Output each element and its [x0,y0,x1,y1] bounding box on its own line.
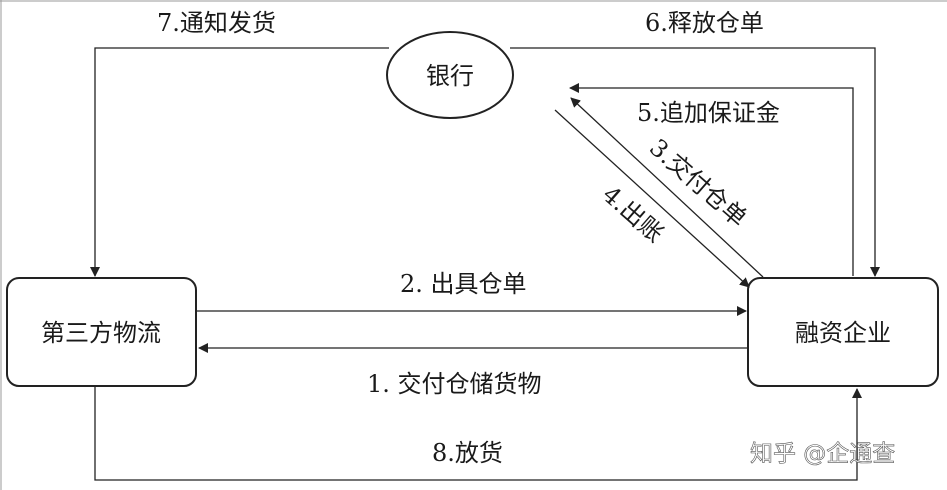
watermark-text: 知乎 @企通查 [750,441,895,467]
edge-notify-shipment [90,47,389,277]
edge-add-margin-label: 5.追加保证金 [637,99,780,127]
edge-add-margin [569,83,854,276]
edge-issue-receipt-label: 2. 出具仓单 [400,270,527,298]
edge-release-goods-label: 8.放货 [432,439,503,467]
bank-node [386,31,514,119]
edge-disburse [554,109,750,288]
edge-deliver-receipt [570,97,764,278]
edge-notify-shipment-label: 7.通知发货 [157,9,276,37]
logistics-label: 第三方物流 [41,319,161,347]
bank-label: 银行 [426,62,474,90]
edge-disburse-label: 4.出账 [597,180,669,248]
enterprise-label: 融资企业 [795,319,891,347]
logistics-node [6,277,197,387]
edge-deliver-goods-label: 1. 交付仓储货物 [367,370,542,398]
enterprise-node [747,277,939,387]
edge-release-receipt-label: 6.释放仓单 [645,9,764,37]
edge-release-goods [94,387,862,481]
edge-deliver-receipt-label: 3.交付仓单 [644,133,752,232]
edge-release-receipt [510,47,880,277]
